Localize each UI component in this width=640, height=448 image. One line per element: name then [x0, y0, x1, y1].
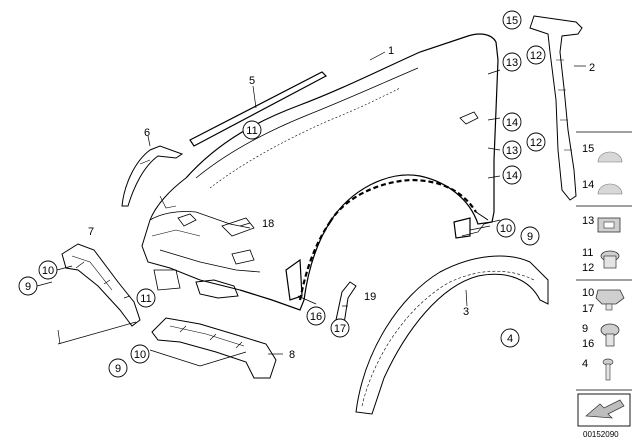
callout-16: 16 [310, 311, 322, 323]
callout-10c: 10 [134, 349, 146, 361]
callout-11b: 11 [140, 293, 151, 305]
plain-callouts: 1 2 3 5 6 7 8 18 19 [88, 45, 595, 361]
legend-16: 16 [582, 338, 594, 350]
callout-5: 5 [249, 75, 255, 87]
circled-callouts [18, 10, 546, 378]
callout-8: 8 [289, 349, 295, 361]
callout-2: 2 [589, 62, 595, 74]
callout-9c: 9 [115, 363, 121, 375]
callout-6: 6 [144, 127, 150, 139]
callout-17: 17 [334, 323, 346, 335]
screw-icon [600, 323, 620, 347]
legend-11: 11 [582, 247, 593, 259]
callout-10b: 10 [42, 265, 54, 277]
clip-icon [595, 289, 625, 311]
arrow-icon [577, 393, 631, 427]
diagram-reference: 00152090 [583, 430, 619, 439]
callout-15: 15 [506, 15, 518, 27]
callout-13b: 13 [506, 145, 518, 157]
callout-3: 3 [463, 306, 469, 318]
front-fender [141, 33, 499, 311]
legend-17: 17 [582, 303, 594, 315]
callout-14a: 14 [506, 117, 518, 129]
legend-13: 13 [582, 215, 594, 227]
cap-icon [597, 183, 623, 195]
legend-9: 9 [582, 323, 588, 335]
legend-12: 12 [582, 262, 594, 274]
callout-9b: 9 [25, 281, 31, 293]
callout-12a: 12 [530, 50, 542, 62]
front-support [61, 243, 141, 327]
callout-1: 1 [388, 45, 394, 57]
trim-strip [189, 71, 327, 147]
callout-7: 7 [88, 226, 94, 238]
hardware-legend: 15 14 13 11 12 10 17 9 16 4 [576, 131, 632, 391]
callout-10a: 10 [500, 223, 512, 235]
callout-13a: 13 [506, 57, 518, 69]
carrier-rail [151, 317, 277, 379]
screw-icon [602, 358, 614, 381]
callout-14b: 14 [506, 170, 518, 182]
callout-18: 18 [262, 218, 274, 230]
side-bracket [121, 145, 184, 207]
legend-15: 15 [582, 143, 594, 155]
callout-11a: 11 [246, 125, 257, 137]
legend-14: 14 [582, 179, 594, 191]
clip-icon [597, 217, 621, 233]
callout-12b: 12 [530, 137, 542, 149]
callout-19: 19 [364, 291, 376, 303]
nut-icon [600, 250, 620, 269]
wheel-arch-cover [355, 255, 549, 415]
circled-callout-labels: 15 13 12 14 13 12 14 10 9 11 10 9 11 10 … [25, 15, 542, 375]
cap-icon [597, 151, 623, 163]
sensor-bracket [335, 281, 357, 325]
callout-9a: 9 [527, 231, 533, 243]
callout-4: 4 [507, 333, 513, 345]
legend-10: 10 [582, 287, 594, 299]
legend-4: 4 [582, 358, 588, 370]
seal-strip [529, 15, 583, 201]
leader-lines [36, 51, 586, 367]
